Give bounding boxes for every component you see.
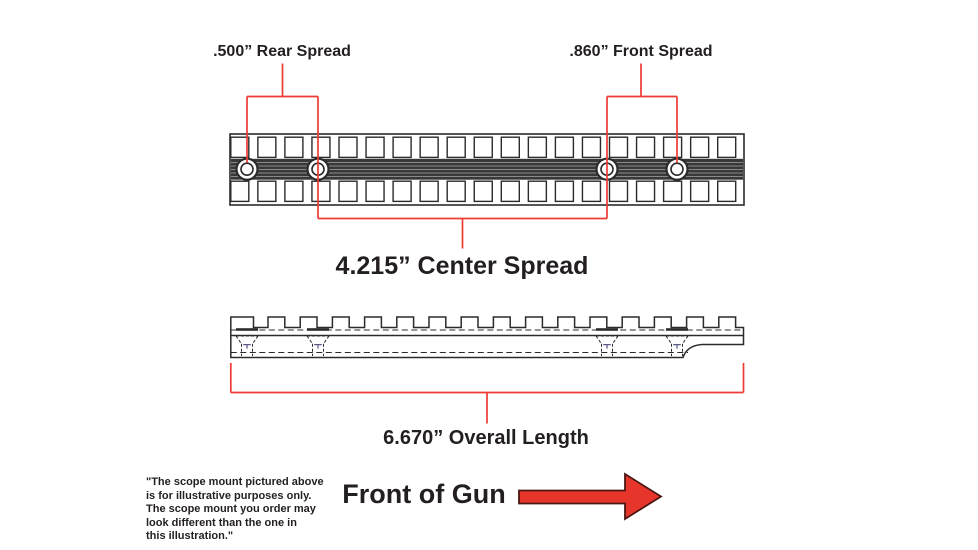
rail-tooth — [365, 136, 385, 159]
front-spread-callout — [606, 63, 678, 219]
rail-tooth — [635, 136, 656, 159]
screw-seat-shade — [307, 328, 329, 331]
rail-tooth — [419, 136, 439, 159]
front-spread-label: .860” Front Spread — [569, 43, 713, 60]
screw-holes-top-view — [235, 157, 689, 181]
rail-tooth — [662, 180, 683, 203]
rail-tooth — [581, 136, 602, 159]
rail-tooth — [473, 136, 493, 159]
screw-center-mark — [243, 344, 251, 349]
disclaimer-text: "The scope mount pictured above is for i… — [146, 476, 324, 543]
rail-side-view — [230, 316, 745, 359]
overall-length-callout — [229, 363, 745, 424]
screw-center-mark — [673, 344, 681, 349]
front-of-gun-label: Front of Gun — [342, 479, 506, 509]
rail-tooth — [230, 136, 250, 159]
rail-tooth — [365, 180, 385, 203]
rail-tooth — [257, 136, 277, 159]
overall-length-label: 6.670” Overall Length — [383, 427, 589, 449]
arrow-right-icon — [518, 472, 663, 521]
screw-countersink-hidden — [665, 335, 689, 356]
screw-holes-side-view — [235, 328, 689, 356]
rear-spread-label: .500” Rear Spread — [213, 43, 351, 60]
rail-side-body — [230, 316, 745, 359]
rail-tooth — [554, 136, 575, 159]
rail-tooth — [311, 136, 331, 159]
rail-tooth — [689, 136, 710, 159]
rail-tooth — [284, 136, 304, 159]
screw-center-mark — [603, 344, 611, 349]
rail-tooth — [392, 136, 412, 159]
rail-tooth — [527, 136, 548, 159]
rail-tooth — [717, 136, 737, 159]
screw-countersink-hidden — [595, 335, 619, 356]
rail-tooth — [581, 180, 602, 203]
rail-tooth — [338, 180, 358, 203]
center-spread-label: 4.215” Center Spread — [335, 252, 589, 280]
rail-tooth — [257, 180, 277, 203]
screw-seat-shade — [666, 328, 688, 331]
screw-hole-inner — [240, 162, 254, 176]
screw-seat-shade — [596, 328, 618, 331]
rail-tooth — [608, 180, 629, 203]
rail-tooth — [392, 180, 412, 203]
rail-tooth — [419, 180, 439, 203]
dimension-callouts — [229, 63, 745, 424]
rail-tooth — [689, 180, 710, 203]
rail-top-view — [229, 133, 745, 206]
rail-tooth — [230, 180, 250, 203]
rail-tooth — [338, 136, 358, 159]
rail-top-teeth — [230, 136, 737, 203]
rail-tooth — [446, 136, 466, 159]
rail-tooth — [446, 180, 466, 203]
rail-tooth — [527, 180, 548, 203]
screw-countersink-hidden — [306, 335, 330, 356]
rail-tooth — [635, 180, 656, 203]
rail-tooth — [554, 180, 575, 203]
rail-tooth — [473, 180, 493, 203]
rail-tooth — [500, 136, 520, 159]
rail-tooth — [500, 180, 520, 203]
rail-tooth — [662, 136, 683, 159]
rail-tooth — [284, 180, 304, 203]
rail-tooth — [608, 136, 629, 159]
center-spread-callout — [318, 217, 607, 249]
screw-hole-inner — [670, 162, 684, 176]
screw-center-mark — [314, 344, 322, 349]
screw-countersink-hidden — [235, 335, 259, 356]
rail-tooth — [311, 180, 331, 203]
rear-spread-callout — [246, 63, 319, 219]
rail-tooth — [717, 180, 737, 203]
screw-seat-shade — [236, 328, 258, 331]
